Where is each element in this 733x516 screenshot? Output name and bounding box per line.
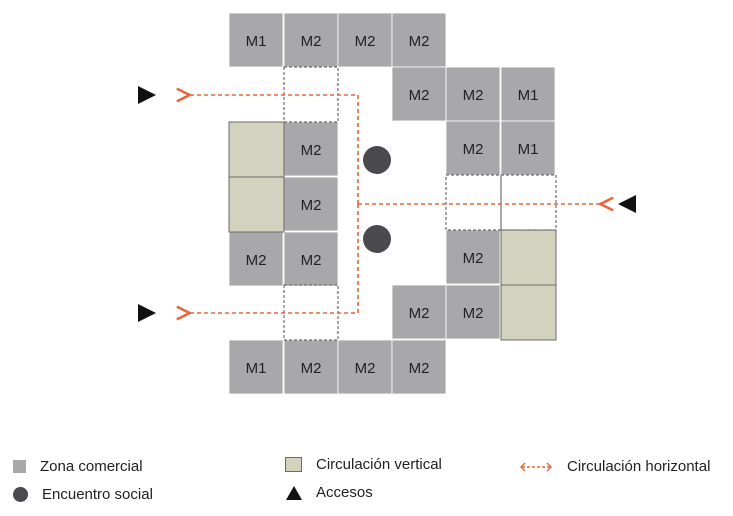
- gray-square-icon: [13, 460, 26, 473]
- module-label: M2: [463, 87, 484, 104]
- black-triangle-icon: [286, 485, 302, 500]
- module-cell-m2: [445, 66, 501, 122]
- module-cell-m2: [445, 229, 501, 285]
- module-cell-m1: [500, 66, 556, 122]
- legend-horizontal: Circulación horizontal: [519, 458, 710, 475]
- module-label: M2: [409, 360, 430, 377]
- module-cell-m2: [228, 231, 284, 287]
- module-label: M2: [301, 252, 322, 269]
- module-label: M2: [301, 33, 322, 50]
- module-label: M2: [409, 87, 430, 104]
- legend-vertical-label: Circulación vertical: [316, 456, 442, 473]
- legend-commercial: Zona comercial: [13, 458, 143, 475]
- opening-right-1: [445, 174, 502, 231]
- module-cell-m2: [283, 121, 339, 177]
- module-label: M2: [409, 305, 430, 322]
- vertical-circulation-right-upper: [500, 229, 557, 286]
- access-right-icon: [618, 195, 636, 213]
- legend-horizontal-label: Circulación horizontal: [567, 458, 711, 475]
- module-cell-m2: [391, 339, 447, 395]
- module-cell-m1: [500, 120, 556, 176]
- social-encounter-lower: [363, 225, 391, 253]
- module-cell-m2: [337, 339, 393, 395]
- module-label: M2: [301, 360, 322, 377]
- module-cell-m2: [283, 231, 339, 287]
- circulation-upper-left-path: [188, 95, 359, 204]
- vertical-circulation-left-lower: [228, 176, 285, 233]
- vertical-circulation-left-upper: [228, 121, 285, 178]
- legend-social-label: Encuentro social: [42, 486, 153, 503]
- horizontal-circulation-paths: [188, 95, 602, 313]
- module-cell-m2: [391, 66, 447, 122]
- module-cell-m2: [445, 284, 501, 340]
- dashed-double-arrow-icon: [520, 462, 552, 471]
- legend-vertical: Circulación vertical: [285, 456, 442, 473]
- legend-social: Encuentro social: [13, 486, 153, 503]
- module-cell-m2: [283, 176, 339, 232]
- module-label: M2: [409, 33, 430, 50]
- module-cell-m2: [445, 120, 501, 176]
- dark-circle-icon: [13, 487, 28, 502]
- module-label: M2: [463, 141, 484, 158]
- module-label: M2: [301, 197, 322, 214]
- beige-square-icon: [285, 457, 302, 472]
- module-cell-m2: [337, 12, 393, 68]
- module-label: M1: [518, 141, 539, 158]
- module-cell-m2: [391, 12, 447, 68]
- access-left-lower-icon: [138, 304, 156, 322]
- social-encounter-upper: [363, 146, 391, 174]
- module-label: M1: [246, 360, 267, 377]
- module-label: M2: [301, 142, 322, 159]
- module-label: M2: [463, 305, 484, 322]
- module-label: M2: [463, 250, 484, 267]
- module-label: M1: [518, 87, 539, 104]
- module-label: M2: [355, 33, 376, 50]
- module-label: M1: [246, 33, 267, 50]
- legend-commercial-label: Zona comercial: [40, 458, 143, 475]
- module-cell-m2: [283, 339, 339, 395]
- module-label: M2: [355, 360, 376, 377]
- module-cell-m1: [228, 339, 284, 395]
- circulation-lower-left-path: [188, 204, 359, 313]
- module-cell-m1: [228, 12, 284, 68]
- access-left-upper-icon: [138, 86, 156, 104]
- vertical-circulation-right-lower: [500, 284, 557, 341]
- module-label: M2: [246, 252, 267, 269]
- legend-access-label: Accesos: [316, 484, 373, 501]
- legend-access: Accesos: [286, 484, 373, 501]
- opening-right-2: [500, 174, 557, 231]
